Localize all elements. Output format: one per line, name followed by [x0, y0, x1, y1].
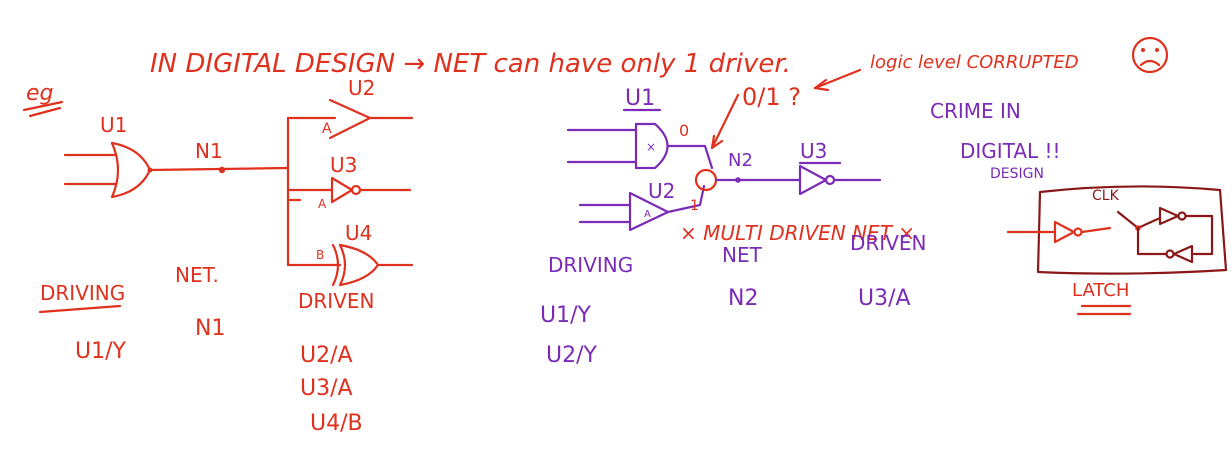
left-driving-value: U1/Y	[75, 339, 127, 364]
middle-net-value: N2	[728, 286, 758, 311]
latch-circuit	[1006, 185, 1228, 275]
middle-u1-and-gate	[566, 122, 714, 170]
left-driven-value-1: U2/A	[300, 343, 353, 368]
left-u3-pin-a: A	[318, 197, 327, 211]
left-net-label: N1	[195, 139, 223, 163]
crime-line-2: DIGITAL !!	[960, 139, 1061, 163]
eg-label: eg	[26, 81, 54, 106]
left-u1-label: U1	[100, 113, 127, 137]
middle-u1-label: U1	[625, 86, 655, 111]
left-u2-gate	[286, 98, 414, 140]
middle-u3-inverter	[798, 164, 882, 196]
sad-face-icon	[1131, 36, 1169, 74]
left-u4-xor-gate	[286, 198, 414, 287]
left-u4-label: U4	[345, 221, 372, 245]
crime-line-3: DESIGN	[990, 166, 1044, 182]
middle-driving-value-2: U2/Y	[546, 343, 598, 368]
left-u3-inverter	[286, 176, 412, 204]
middle-u2-buffer	[578, 184, 706, 232]
left-u4-pin-b: B	[316, 248, 324, 262]
crime-line-1: CRIME IN	[930, 99, 1021, 123]
latch-label: LATCH	[1072, 280, 1129, 301]
eg-underline	[22, 100, 64, 118]
left-driven-header: DRIVEN	[298, 289, 374, 313]
left-u1-or-gate	[63, 141, 153, 199]
middle-u1-output: 0	[679, 121, 689, 140]
left-u2-pin-a: A	[322, 121, 332, 137]
left-u2-label: U2	[348, 76, 375, 100]
middle-net-label: N2	[728, 150, 753, 171]
middle-net-header: NET	[722, 243, 763, 267]
latch-clk-label: CLK	[1092, 188, 1120, 204]
middle-u2-label: U2	[648, 179, 675, 203]
left-u3-label: U3	[330, 153, 357, 177]
middle-u3-label: U3	[800, 139, 827, 163]
middle-buf-mark: A	[644, 209, 651, 220]
middle-contention-circle	[694, 168, 718, 192]
middle-net-dot	[735, 177, 741, 183]
logic-corrupted-note: logic level CORRUPTED	[870, 52, 1079, 73]
note-arrow	[813, 68, 862, 92]
left-driven-value-2: U3/A	[300, 376, 353, 401]
middle-driven-header: DRIVEN	[850, 231, 926, 255]
middle-multi-driven: × MULTI DRIVEN NET ×	[680, 221, 915, 245]
left-net-dot	[218, 166, 226, 174]
middle-driving-header: DRIVING	[548, 253, 633, 277]
header-title: IN DIGITAL DESIGN → NET can have only 1 …	[150, 49, 791, 79]
latch-underline	[1076, 304, 1132, 316]
left-driving-header: DRIVING	[40, 281, 125, 305]
left-net-header: NET.	[175, 263, 219, 287]
middle-u2-output: 1	[690, 198, 699, 214]
middle-contention-arrow	[710, 93, 740, 150]
middle-driven-value: U3/A	[858, 286, 911, 311]
middle-driving-value-1: U1/Y	[540, 303, 592, 328]
left-net-value: N1	[195, 316, 225, 341]
middle-question: 0/1 ?	[742, 83, 801, 111]
left-driving-underline	[38, 304, 122, 314]
middle-and-mark: ×	[646, 140, 656, 154]
left-driven-value-3: U4/B	[310, 411, 363, 436]
